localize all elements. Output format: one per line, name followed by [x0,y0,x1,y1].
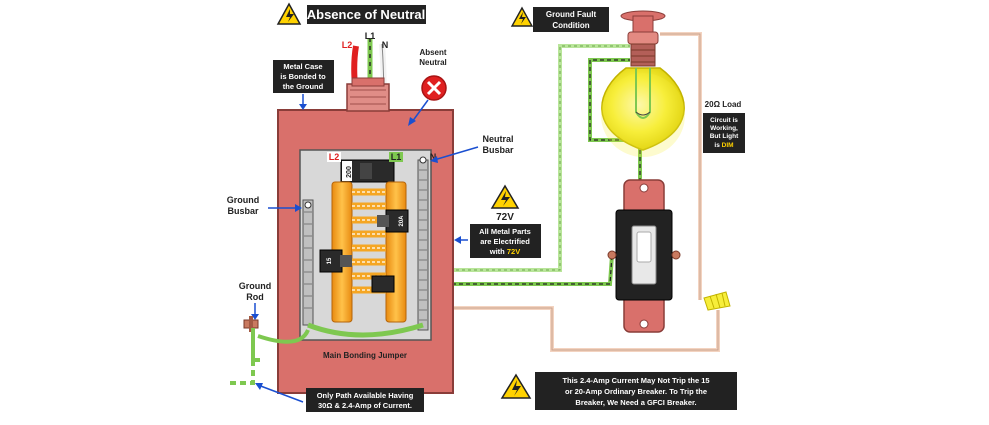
breaker-rating-15: 15 [327,257,333,264]
panel-l1-label: L1 [391,152,402,162]
ground-busbar [302,199,314,326]
panel-n-label: N [430,152,437,162]
main-bonding-jumper [307,322,424,338]
wire-nut [703,291,731,311]
title-background [307,5,426,24]
breaker-rating-20a: 20A [399,215,405,227]
title-group: Absence of Neutral [276,2,426,25]
wire-n-label: N [382,40,389,50]
branch-breaker-15: 15 [319,249,352,273]
trip-note-line-3: Breaker, We Need a GFCI Breaker. [575,398,696,407]
metal-case-line-3: the Ground [283,82,324,91]
circuit-note-line-2: Working, [710,125,738,132]
ground-busbar-line-2: Busbar [227,206,259,216]
neutral-busbar [417,156,429,331]
circuit-note-line-4: is DIM [714,142,733,149]
warning-icon [490,184,520,209]
absent-neutral-line-1: Absent [419,48,446,57]
page-title: Absence of Neutral [307,7,425,22]
electrified-line-1: All Metal Parts [479,227,531,236]
ground-fault-line-2: Condition [552,21,589,30]
cable-connector [346,77,390,112]
trip-note-line-2: or 20-Amp Ordinary Breaker. To Trip the [565,387,707,396]
ground-rod-line-2: Rod [246,292,264,302]
voltage-value: 72V [496,212,514,223]
electrified-line-2: are Electrified [480,237,530,246]
circuit-note-line-1: Circuit is [710,117,738,124]
ground-busbar-callout: Ground Busbar [227,195,302,216]
only-path-line-2: 30Ω & 2.4-Amp of Current. [318,401,412,410]
hot-circuit-wire [396,44,642,286]
metal-case-callout: Metal Case is Bonded to the Ground [273,60,334,110]
main-bonding-label: Main Bonding Jumper [323,351,407,360]
electrified-line-3: with 72V [489,247,520,256]
ground-fault-label: Ground Fault Condition [510,6,609,32]
warning-icon [276,2,302,25]
neutral-busbar-line-1: Neutral [482,134,513,144]
ground-fault-line-1: Ground Fault [546,10,597,19]
panel-l2-label: L2 [329,152,340,162]
absent-neutral-callout: Absent Neutral [408,48,447,126]
absent-neutral-line-2: Neutral [419,58,447,67]
ground-busbar-line-1: Ground [227,195,260,205]
trip-note-line-1: This 2.4-Amp Current May Not Trip the 15 [562,376,709,385]
x-mark-icon [421,75,447,101]
light-switch [607,179,681,333]
ground-rod: Ground Rod [230,281,310,385]
metal-case-line-2: is Bonded to [280,72,326,81]
main-breaker: 200 [340,159,395,183]
trip-note-callout: This 2.4-Amp Current May Not Trip the 15… [500,372,737,410]
circuit-note-line-3: But Light [710,133,739,140]
return-wire [420,32,720,352]
load-label: 20Ω Load [705,100,742,109]
warning-icon [510,6,534,27]
metal-case-line-1: Metal Case [283,62,322,71]
ground-rod-line-1: Ground [239,281,272,291]
light-bulb [601,10,685,157]
wire-l2-label: L2 [342,40,353,50]
wire-l1-label: L1 [365,31,376,41]
only-path-line-1: Only Path Available Having [317,391,414,400]
branch-breaker-20a: 20A [377,209,409,233]
load-callout: 20Ω Load Circuit is Working, But Light i… [703,100,745,153]
neutral-busbar-callout: Neutral Busbar [430,134,514,163]
warning-icon [500,373,532,399]
branch-breaker-lower [371,275,395,293]
voltage-callout: 72V All Metal Parts are Electrified with… [454,184,541,258]
neutral-busbar-line-2: Busbar [482,145,514,155]
breaker-rating-200: 200 [346,166,353,178]
only-path-callout: Only Path Available Having 30Ω & 2.4-Amp… [255,383,424,412]
